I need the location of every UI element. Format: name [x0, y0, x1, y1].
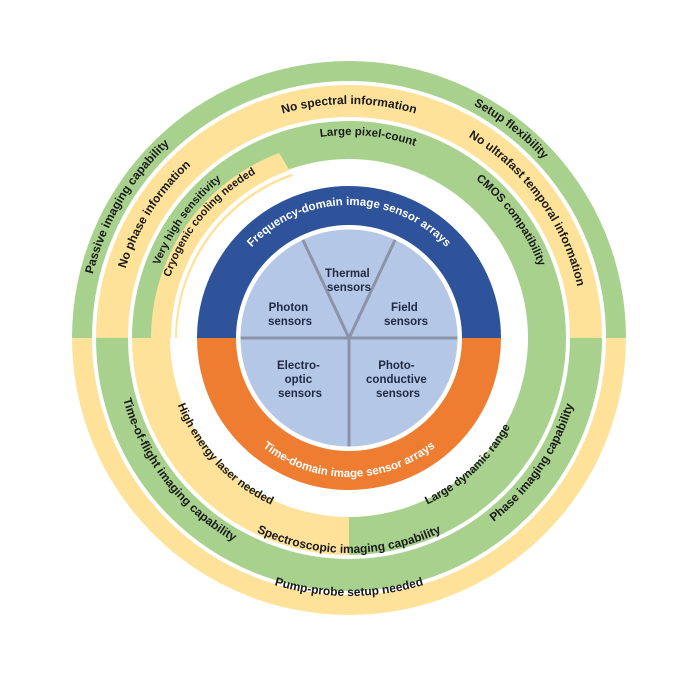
third-ring-bottom-right [349, 338, 568, 557]
second-ring [95, 84, 603, 592]
second-ring-top [95, 84, 603, 338]
second-ring-bottom [95, 338, 603, 592]
core-ring [196, 185, 502, 491]
third-ring [130, 119, 568, 557]
ring-gaps [92, 81, 606, 595]
third-ring-cryo-segment [151, 153, 293, 338]
third-ring-bottom-left [130, 338, 349, 557]
photon-sensors-label: Photon sensors [268, 302, 312, 328]
photoconductive-sensors-label: Photo- conductive sensors [366, 360, 430, 400]
electro-optic-sensors-label: Electro- optic sensors [277, 360, 323, 400]
field-sensors-label: Field sensors [384, 302, 428, 328]
frequency-domain-arc [196, 185, 502, 338]
sensor-pie-dividers [239, 237, 459, 448]
time-domain-arc [196, 338, 502, 491]
thermal-sensors-label: Thermal sensors [325, 268, 373, 294]
sensor-pie [237, 226, 461, 450]
